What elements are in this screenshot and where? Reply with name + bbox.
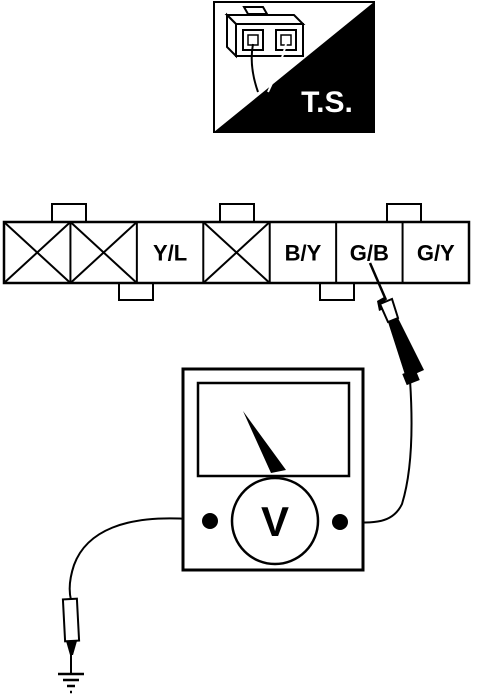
- connector-pin: G/B: [335, 222, 389, 283]
- ts-badge: T.S.: [213, 1, 375, 133]
- connector-tab-bottom: [319, 281, 355, 301]
- connector-pin-label: B/Y: [285, 241, 322, 266]
- connector-plug-icon: [224, 6, 306, 93]
- meter-terminal-right: [332, 514, 348, 530]
- connector-tab-top: [51, 203, 87, 223]
- meter-needle: [243, 411, 286, 473]
- meter-terminal-left: [202, 513, 218, 529]
- ground-icon: [58, 672, 84, 694]
- ts-badge-label: T.S.: [301, 86, 353, 119]
- connector-pin-label: Y/L: [153, 241, 187, 266]
- connector-pin: G/Y: [401, 222, 455, 283]
- connector-pin-label: G/B: [350, 241, 389, 266]
- meter-symbol-circle: [230, 476, 320, 566]
- connector-tab-bottom: [118, 281, 154, 301]
- connector: Y/L B/Y G/B G/Y: [2, 203, 471, 301]
- test-probe: [368, 262, 424, 386]
- connector-pin-label: G/Y: [417, 241, 455, 266]
- probe-lead: [339, 379, 413, 524]
- connector-pin-empty: [69, 221, 138, 284]
- meter-symbol: V: [261, 498, 289, 545]
- connector-pin-empty: [3, 221, 72, 284]
- connector-pin: B/Y: [268, 222, 322, 283]
- ground-lead: [68, 517, 211, 601]
- connector-pin: Y/L: [135, 222, 187, 283]
- connector-tab-top: [219, 203, 255, 223]
- connector-tab-top: [386, 203, 422, 223]
- connector-pin-empty: [202, 221, 271, 284]
- voltmeter-icon: V: [181, 367, 365, 572]
- ground-probe: [61, 597, 81, 674]
